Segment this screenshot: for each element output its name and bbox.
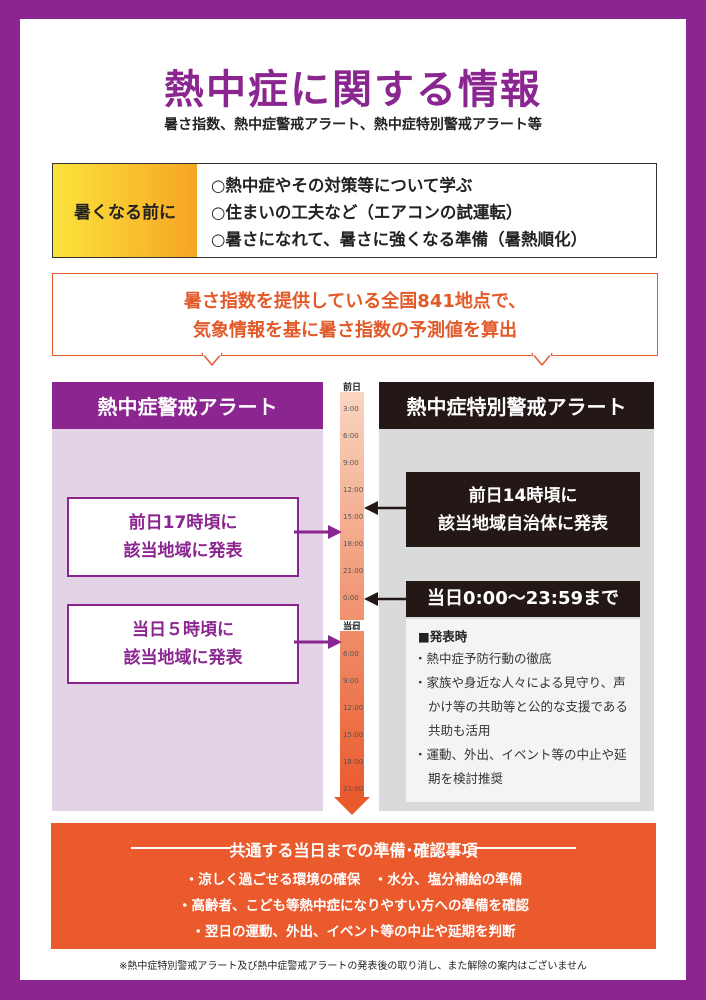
timeline-time-label: 12:00 [343, 704, 364, 712]
timeline-time-label: 3:00 [343, 405, 359, 413]
timeline-same-day-label: 当日 [343, 622, 362, 632]
arrow-from-timeline-0 [364, 592, 408, 606]
heat-index-info-box: 暑さ指数を提供している全国841地点で、 気象情報を基に暑さ指数の予測値を算出 [52, 273, 658, 356]
before-hot-item: ○住まいの工夫など（エアコンの試運転） [211, 203, 523, 222]
special-alert-until-box: 当日0:00〜23:59まで [406, 581, 640, 617]
special-alert-detail-box: ■発表時 ・熱中症予防行動の徹底 ・家族や身近な人々による見守り、声かけ等の共助… [406, 619, 640, 802]
heat-index-info-text: 暑さ指数を提供している全国841地点で、 気象情報を基に暑さ指数の予測値を算出 [53, 287, 657, 345]
timeline-time-label: 0:00 [343, 594, 359, 602]
poster: 熱中症に関する情報 暑さ指数、熱中症警戒アラート、熱中症特別警戒アラート等 暑く… [20, 19, 686, 980]
arrow-from-timeline-14 [364, 501, 408, 515]
box-line: 該当地域に発表 [123, 541, 243, 561]
special-alert-previous-day-box: 前日14時頃に 該当地域自治体に発表 [406, 472, 640, 547]
timeline-time-label: 21:00 [343, 785, 364, 793]
before-hot-list: ○熱中症やその対策等について学ぶ ○住まいの工夫など（エアコンの試運転） ○暑さ… [211, 172, 587, 253]
before-hot-item: ○熱中症やその対策等について学ぶ [211, 176, 473, 195]
detail-heading: ■発表時 [418, 629, 468, 644]
common-item: ・高齢者、こども等熱中症になりやすい方への準備を確認 [178, 898, 529, 914]
arrow-to-timeline-5 [294, 635, 342, 649]
detail-list: ・熱中症予防行動の徹底 ・家族や身近な人々による見守り、声かけ等の共助等と公的な… [414, 647, 636, 791]
timeline-time-label: 6:00 [343, 650, 359, 658]
timeline-time-label: 12:00 [343, 486, 364, 494]
box-line: 該当地域自治体に発表 [438, 513, 608, 534]
info-line: 暑さ指数を提供している全国841地点で、 [183, 291, 527, 312]
detail-item: ・家族や身近な人々による見守り、声かけ等の共助等と公的な支援である共助も活用 [414, 675, 628, 738]
timeline-arrowhead [334, 797, 370, 815]
timeline-time-label: 9:00 [343, 459, 359, 467]
divider [476, 847, 576, 849]
timeline-day-before-label: 前日 [343, 383, 362, 393]
alert-previous-day-box: 前日17時頃に 該当地域に発表 [67, 497, 299, 577]
footnote: ※熱中症特別警戒アラート及び熱中症警戒アラートの発表後の取り消し、また解除の案内… [118, 961, 588, 972]
common-preparation-box: 共通する当日までの準備･確認事項 ・涼しく過ごせる環境の確保 ・水分、塩分補給の… [51, 823, 656, 949]
timeline-time-label: 9:00 [343, 677, 359, 685]
divider [131, 847, 231, 849]
box-line: 前日17時頃に [128, 513, 238, 533]
box-line: 当日５時頃に [132, 620, 234, 640]
common-item: ・涼しく過ごせる環境の確保 ・水分、塩分補給の準備 [184, 872, 523, 888]
detail-item: ・運動、外出、イベント等の中止や延期を検討推奨 [414, 747, 627, 786]
timeline-same-day-tag [340, 620, 364, 631]
timeline-time-label: 3:00 [343, 623, 359, 631]
timeline-time-label: 18:00 [343, 758, 364, 766]
timeline-bar [340, 381, 364, 797]
timeline-time-label: 6:00 [343, 432, 359, 440]
box-line: 該当地域に発表 [123, 648, 243, 668]
timeline-time-label: 15:00 [343, 513, 364, 521]
before-hot-item: ○暑さになれて、暑さに強くなる準備（暑熱順化） [211, 230, 588, 249]
arrow-to-timeline-17 [294, 525, 342, 539]
page-subtitle: 暑さ指数、熱中症警戒アラート、熱中症特別警戒アラート等 [164, 117, 542, 133]
box-line: 前日14時頃に [468, 485, 578, 506]
info-box-pointers [201, 353, 553, 367]
timeline-time-label: 15:00 [343, 731, 364, 739]
common-item: ・翌日の運動、外出、イベント等の中止や延期を判断 [191, 924, 516, 940]
alert-heading: 熱中症警戒アラート [52, 382, 323, 429]
timeline-day-before-tag [340, 381, 364, 392]
special-alert-heading: 熱中症特別警戒アラート [379, 382, 654, 429]
page-title: 熱中症に関する情報 [164, 67, 542, 113]
before-hot-label: 暑くなる前に [53, 164, 197, 257]
timeline-time-label: 21:00 [343, 567, 364, 575]
before-hot-box: 暑くなる前に ○熱中症やその対策等について学ぶ ○住まいの工夫など（エアコンの試… [52, 163, 657, 258]
common-heading: 共通する当日までの準備･確認事項 [229, 841, 478, 860]
alert-same-day-box: 当日５時頃に 該当地域に発表 [67, 604, 299, 684]
detail-item: ・熱中症予防行動の徹底 [414, 651, 552, 666]
common-list: ・涼しく過ごせる環境の確保 ・水分、塩分補給の準備 ・高齢者、こども等熱中症にな… [51, 867, 656, 945]
timeline [334, 381, 370, 815]
timeline-time-label: 18:00 [343, 540, 364, 548]
info-line: 気象情報を基に暑さ指数の予測値を算出 [193, 320, 517, 341]
